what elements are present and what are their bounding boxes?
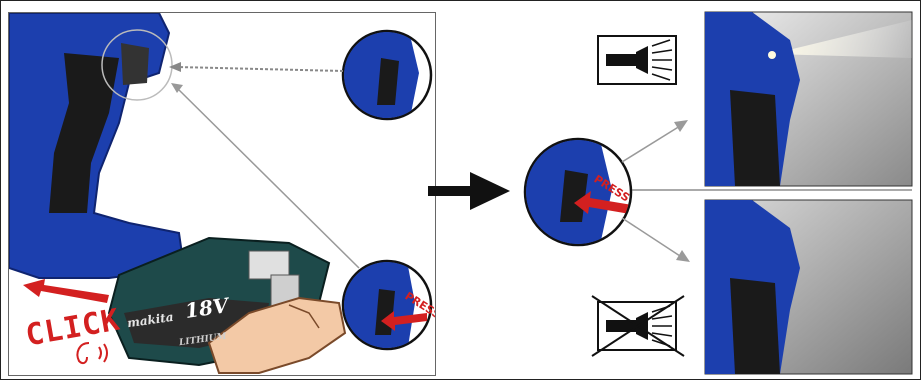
battery-insertion-drawing [9, 13, 433, 374]
callout-line-top [176, 66, 344, 72]
light-on-photo [704, 11, 913, 187]
to-light-off-arrow [621, 217, 690, 262]
to-light-on-arrow [621, 120, 688, 163]
flashlight-off-icon [591, 295, 685, 357]
switch-highlight-circle [101, 29, 173, 101]
ear-icon [76, 342, 108, 365]
switch-detail-bottom [341, 259, 433, 351]
callout-line-bottom [176, 87, 360, 269]
switch-detail-top [341, 29, 433, 121]
next-step-arrow [428, 172, 510, 210]
press-switch-detail [523, 137, 633, 247]
slide-arrow [23, 279, 109, 303]
flashlight-on-icon [597, 35, 677, 85]
tool-grip [49, 53, 119, 213]
light-off-photo [704, 199, 913, 375]
battery-insertion-panel: CLICK PRESS makita 18V LITHIUM [8, 12, 436, 376]
